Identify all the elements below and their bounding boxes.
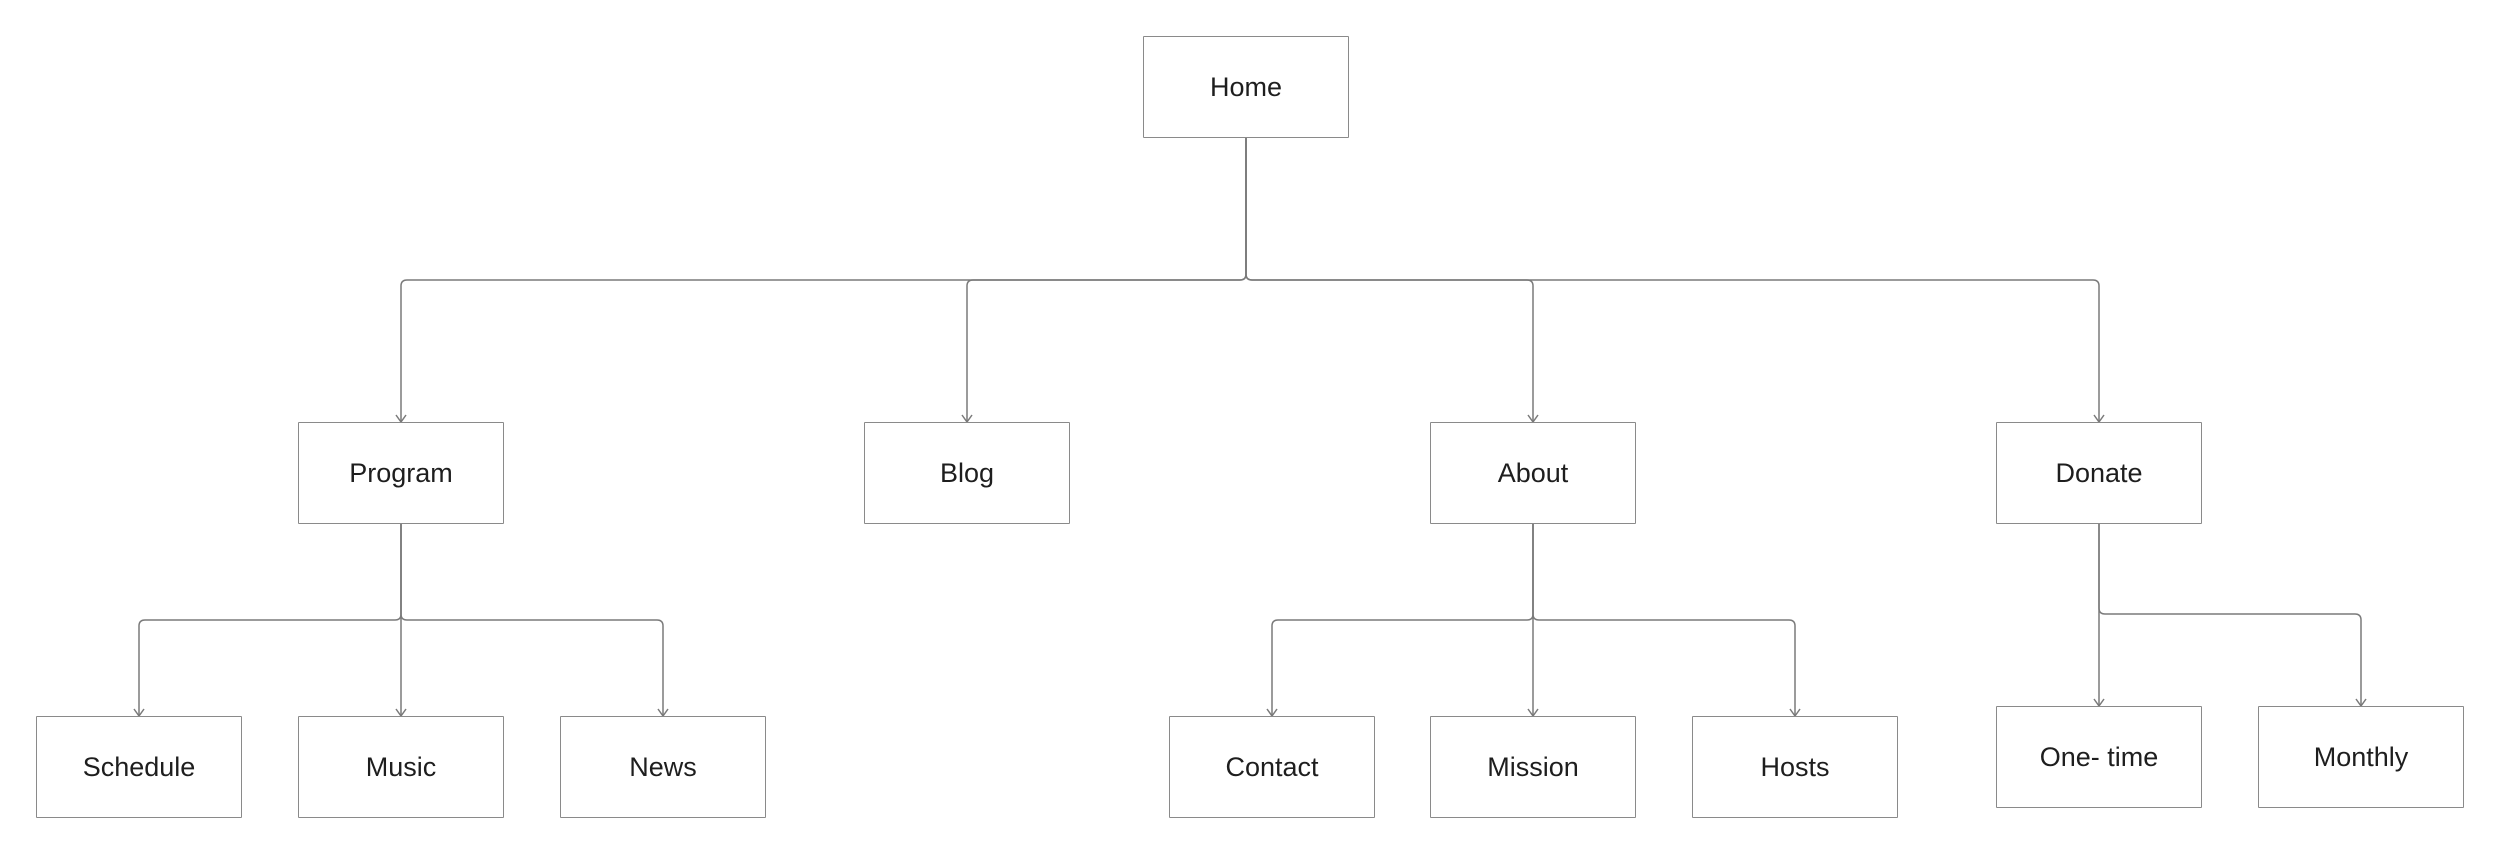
node-hosts-label: Hosts bbox=[1760, 751, 1830, 782]
node-hosts: Hosts bbox=[1692, 716, 1898, 818]
node-donate: Donate bbox=[1996, 422, 2202, 524]
node-about-label: About bbox=[1497, 457, 1569, 488]
node-home-label: Home bbox=[1209, 71, 1283, 102]
node-program: Program bbox=[298, 422, 504, 524]
node-music: Music bbox=[298, 716, 504, 818]
node-news-label: News bbox=[629, 751, 697, 782]
node-monthly-label: Monthly bbox=[2313, 741, 2409, 772]
node-donate-label: Donate bbox=[2055, 457, 2143, 488]
edge-donate-to-monthly bbox=[2098, 524, 2362, 706]
edge-home-to-blog bbox=[966, 138, 1247, 422]
edge-program-to-schedule bbox=[138, 524, 402, 716]
node-one-time: One- time bbox=[1996, 706, 2202, 808]
node-news: News bbox=[560, 716, 766, 818]
node-blog-label: Blog bbox=[939, 457, 995, 488]
node-mission: Mission bbox=[1430, 716, 1636, 818]
node-one-time-label: One- time bbox=[2039, 741, 2159, 772]
edge-home-to-donate bbox=[1245, 138, 2100, 422]
node-contact: Contact bbox=[1169, 716, 1375, 818]
edge-program-to-news bbox=[400, 524, 664, 716]
node-mission-label: Mission bbox=[1487, 751, 1579, 782]
node-schedule: Schedule bbox=[36, 716, 242, 818]
node-schedule-label: Schedule bbox=[82, 751, 196, 782]
edge-about-to-contact bbox=[1271, 524, 1534, 716]
node-program-label: Program bbox=[349, 457, 453, 488]
node-home: Home bbox=[1143, 36, 1349, 138]
node-music-label: Music bbox=[365, 751, 437, 782]
node-contact-label: Contact bbox=[1225, 751, 1319, 782]
node-monthly: Monthly bbox=[2258, 706, 2464, 808]
edge-about-to-hosts bbox=[1532, 524, 1796, 716]
node-blog: Blog bbox=[864, 422, 1070, 524]
node-about: About bbox=[1430, 422, 1636, 524]
